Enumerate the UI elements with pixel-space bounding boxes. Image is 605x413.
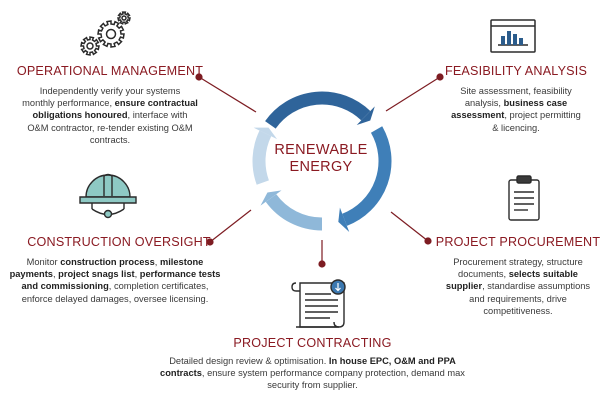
cycle-segment [252,130,272,185]
cycle-segment [265,193,323,231]
cycle-arrowhead [356,106,375,126]
operational-management-title: OPERATIONAL MANAGEMENT [16,64,204,78]
construction-oversight-desc: Monitor construction process, milestone p… [3,256,227,305]
desc-line: contracts, ensure system performance com… [160,368,465,379]
desc-line: obligations honoured, interface with [32,110,188,121]
desc-line: monthly performance, ensure contractual [22,98,198,109]
desc-line: supplier, standardise assumptions [445,281,591,292]
desc-line: and commissioning, completion certificat… [21,281,209,292]
desc-line: contracts. [89,134,131,145]
desc-line: assessment, project permitting [451,110,581,121]
desc-line: Monitor construction process, milestone [26,257,204,267]
connector-dot-procurement [424,237,432,245]
project-contracting-block: PROJECT CONTRACTING Detailed design revi… [130,336,495,392]
operational-management-desc: Independently verify your systems monthly… [10,85,210,146]
cycle-ring [252,91,392,232]
desc-line: enforce delayed damages, oversee licensi… [21,293,209,304]
desc-line: security from supplier. [267,380,358,391]
desc-line: Procurement strategy, structure [453,257,583,267]
desc-line: & licencing. [492,122,540,133]
feasibility-analysis-desc: Site assessment, feasibility analysis, bu… [432,85,600,134]
project-contracting-desc: Detailed design review & optimisation. I… [130,355,495,392]
desc-line: Detailed design review & optimisation. I… [169,356,456,366]
connector-dot-construction [206,238,214,246]
desc-line: Independently verify your systems [39,86,181,96]
connector-feasibility [385,76,441,112]
gears-icon [80,11,131,56]
construction-oversight-block: CONSTRUCTION OVERSIGHT Monitor construct… [3,235,227,305]
connector-dot-operational [195,73,203,81]
center-label-line2: ENERGY [289,159,353,175]
cycle-arrowhead [260,190,282,206]
contract-scroll-icon [291,279,346,328]
project-procurement-block: PROJECT PROCUREMENT Procurement strategy… [433,235,603,317]
desc-line: and requirements, drive [469,293,567,304]
cycle-segment [265,91,371,129]
construction-oversight-title: CONSTRUCTION OVERSIGHT [27,235,211,249]
connector-dot-contracting [318,260,326,268]
desc-line: competitiveness. [483,305,553,316]
desc-line: analysis, business case [464,98,568,109]
cycle-segment [342,126,392,226]
clipboard-icon [508,175,540,221]
cycle-arrowhead [338,207,350,232]
desc-line: documents, selects suitable [458,269,578,280]
feasibility-analysis-block: FEASIBILITY ANALYSIS Site assessment, fe… [432,64,600,134]
project-procurement-desc: Procurement strategy, structure documents… [433,256,603,317]
hard-hat-icon [79,173,137,219]
connector-procurement [390,211,429,242]
connector-operational [198,76,257,113]
connector-dot-feasibility [436,73,444,81]
cycle-arrowhead [253,127,278,140]
center-label: RENEWABLE ENERGY [264,142,378,176]
connector-construction [209,209,252,243]
center-label-line1: RENEWABLE [274,142,368,158]
desc-line: payments, project snags list, performanc… [9,269,221,280]
project-procurement-title: PROJECT PROCUREMENT [435,235,601,249]
project-contracting-title: PROJECT CONTRACTING [233,336,392,350]
bar-chart-icon [490,19,536,53]
desc-line: O&M contractor, re-tender existing O&M [27,122,193,133]
desc-line: Site assessment, feasibility [460,86,572,96]
feasibility-analysis-title: FEASIBILITY ANALYSIS [444,64,588,78]
operational-management-block: OPERATIONAL MANAGEMENT Independently ver… [10,64,210,146]
